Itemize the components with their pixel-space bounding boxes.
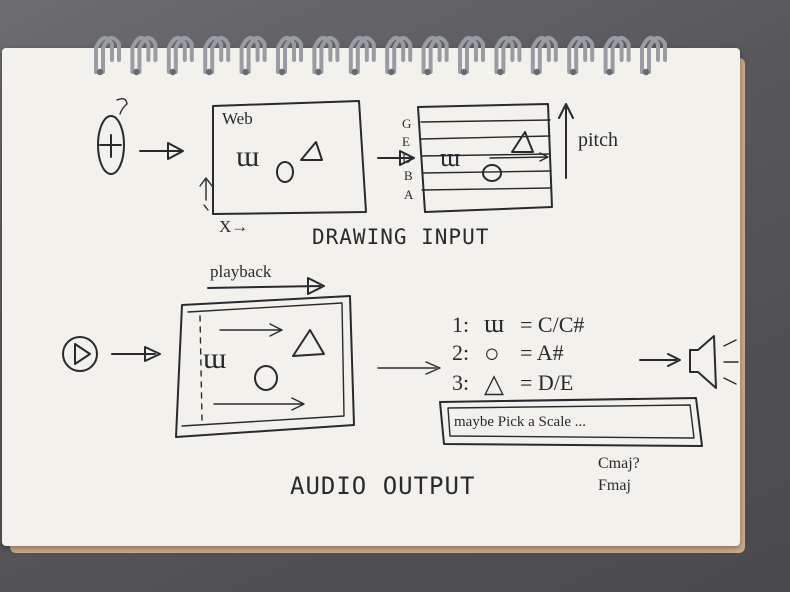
spiral-ring bbox=[421, 36, 449, 76]
output-shape-triangle bbox=[292, 329, 325, 357]
svg-text:△: △ bbox=[484, 369, 504, 398]
x-axis-label: X→ bbox=[219, 217, 248, 236]
pitch-label: pitch bbox=[578, 129, 618, 151]
spiral-ring bbox=[166, 36, 194, 76]
spiral-ring bbox=[458, 36, 485, 76]
scale-note-box: maybe Pick a Scale ... bbox=[439, 397, 703, 447]
svg-text:G: G bbox=[402, 116, 411, 131]
svg-text:1:: 1: bbox=[452, 312, 469, 337]
shape-w: ɯ bbox=[236, 140, 259, 173]
svg-text:3:: 3: bbox=[452, 370, 469, 395]
svg-text:D: D bbox=[402, 151, 411, 166]
svg-text:A: A bbox=[404, 187, 414, 202]
mapping-row-3: 3: △ = D/E bbox=[452, 369, 573, 398]
output-shape-w: ɯ bbox=[203, 342, 226, 375]
staff-shape-triangle bbox=[511, 131, 534, 153]
spiral-ring bbox=[239, 36, 267, 76]
spiral-ring bbox=[530, 36, 558, 76]
spiral-ring bbox=[494, 36, 522, 76]
mapping-row-2: 2: ○ = A# bbox=[452, 339, 564, 368]
web-canvas: Web ɯ bbox=[212, 100, 367, 215]
arrow-icon bbox=[639, 353, 681, 367]
pause-icon bbox=[97, 97, 128, 175]
play-icon bbox=[62, 336, 98, 372]
canvas-label: Web bbox=[222, 109, 253, 128]
section-title-audio-output: AUDIO OUTPUT bbox=[290, 472, 475, 500]
spiral-ring bbox=[603, 36, 631, 76]
arrow-icon bbox=[111, 346, 161, 362]
playback-label: playback bbox=[210, 262, 272, 281]
spiral-ring bbox=[640, 36, 667, 76]
scale-option-1: Cmaj? bbox=[598, 455, 640, 472]
staff-shape-circle bbox=[482, 164, 502, 182]
spiral-ring bbox=[130, 36, 158, 76]
output-shape-circle bbox=[254, 365, 278, 391]
svg-text:○: ○ bbox=[484, 339, 500, 368]
svg-text:= C/C#: = C/C# bbox=[520, 312, 584, 337]
pitch-staff: ɯ bbox=[417, 103, 553, 213]
spiral-ring bbox=[203, 36, 231, 76]
svg-text:2:: 2: bbox=[452, 340, 469, 365]
svg-text:B: B bbox=[404, 168, 413, 183]
spiral-ring bbox=[312, 36, 340, 76]
scale-note-text: maybe Pick a Scale ... bbox=[454, 414, 586, 430]
speaker-icon bbox=[689, 335, 739, 389]
svg-text:E: E bbox=[402, 134, 410, 149]
notebook-page bbox=[2, 48, 740, 546]
y-axis-indicator bbox=[199, 177, 213, 211]
arrow-icon bbox=[377, 361, 441, 375]
shape-triangle bbox=[300, 141, 323, 161]
spiral-binding bbox=[94, 36, 667, 76]
pitch-arrow bbox=[558, 103, 574, 179]
spiral-ring bbox=[385, 36, 413, 76]
svg-text:= D/E: = D/E bbox=[520, 370, 573, 395]
section-title-drawing-input: DRAWING INPUT bbox=[312, 225, 489, 249]
spiral-ring bbox=[348, 36, 376, 76]
svg-text:= A#: = A# bbox=[520, 340, 564, 365]
note-letters: G E D B A bbox=[402, 116, 414, 202]
output-canvas: ɯ bbox=[175, 295, 355, 438]
staff-shape-w: ɯ bbox=[440, 143, 460, 172]
arrow-icon bbox=[139, 142, 184, 160]
scale-option-2: Fmaj bbox=[598, 477, 631, 494]
svg-text:ɯ: ɯ bbox=[484, 309, 504, 338]
spiral-ring bbox=[94, 36, 121, 76]
mapping-row-1: 1: ɯ = C/C# bbox=[452, 309, 584, 338]
spiral-ring bbox=[276, 36, 303, 76]
playback-arrow bbox=[207, 277, 325, 295]
spiral-ring bbox=[567, 36, 595, 76]
arrow-icon bbox=[377, 150, 415, 166]
shape-circle bbox=[276, 161, 294, 183]
